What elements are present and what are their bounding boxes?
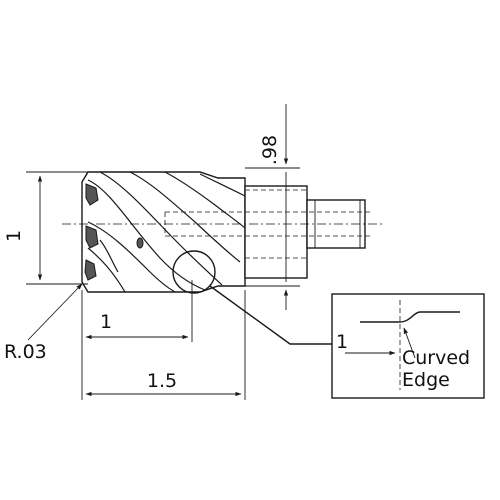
overall-length-dimension: 1.5 [85, 290, 246, 400]
corner-radius-label: R.03 [4, 341, 47, 363]
cutter-head [81, 171, 366, 293]
curved-edge-label-line2: Edge [402, 369, 450, 391]
detail-dimension-label: 1 [336, 331, 348, 353]
curved-edge-label-line1: Curved [402, 347, 470, 369]
detail-callout [172, 250, 332, 345]
height-dimension-label: 1 [3, 230, 25, 242]
curved-edge-detail-box: 1 Curved Edge [331, 293, 485, 399]
shank-step-label: .98 [259, 135, 281, 165]
height-dimension: 1 [3, 171, 88, 285]
helical-flutes [84, 171, 246, 293]
flute-length-label: 1 [100, 311, 112, 333]
shank-step-dimension: .98 [245, 104, 300, 310]
center-and-hidden-lines [62, 189, 385, 259]
corner-radius-callout: R.03 [4, 283, 83, 363]
overall-length-label: 1.5 [147, 370, 177, 392]
flute-length-dimension: 1 [81, 280, 193, 400]
